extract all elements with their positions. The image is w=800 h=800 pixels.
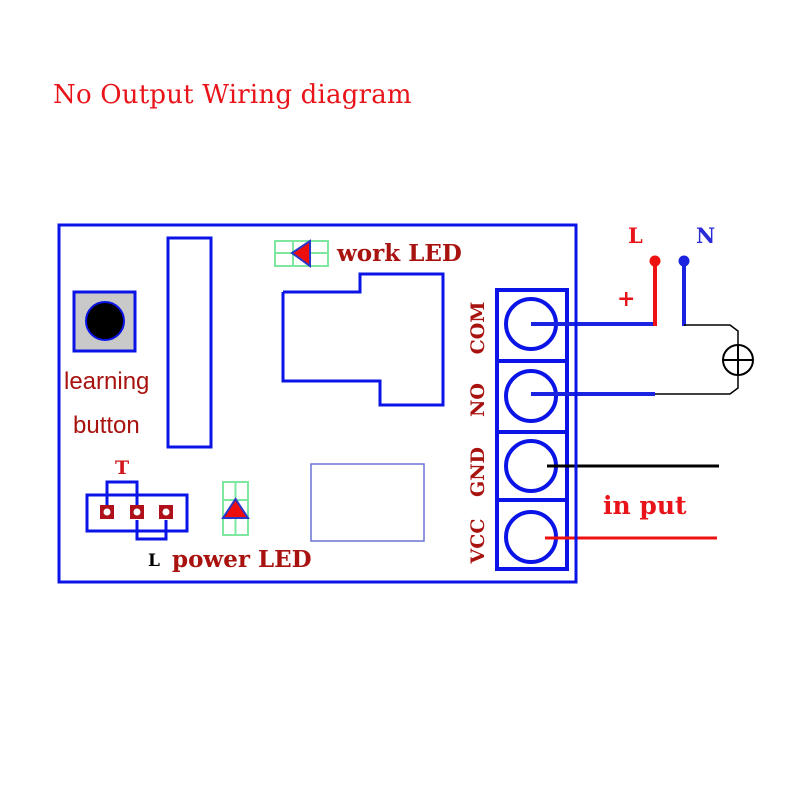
work-led-label: work LED (336, 240, 462, 267)
terminal-label-no: NO (467, 383, 489, 417)
diagram-title: No Output Wiring diagram (53, 80, 412, 110)
terminal-label-com: COM (467, 302, 489, 355)
relay-outline (281, 272, 445, 407)
terminal-block (495, 288, 569, 571)
learning-button-label-line1: learning (64, 368, 149, 395)
line-label: L (628, 223, 643, 248)
terminal-dot-neutral (678, 255, 690, 267)
power-led-triangle (221, 497, 250, 519)
terminal-dot-line (649, 255, 661, 267)
wire-lamp-to-no (655, 374, 739, 395)
jumper-label-l: L (148, 551, 160, 571)
wire-neutral-to-lamp (684, 324, 739, 346)
work-led (274, 239, 329, 268)
learning-button[interactable] (72, 290, 137, 353)
plus-label: + (617, 286, 635, 312)
module-strip (166, 236, 213, 449)
jumper-l-bridge (135, 520, 168, 541)
jumper-label-t: T (115, 457, 129, 479)
learning-button-label-line2: button (73, 412, 140, 439)
terminal-block-outline (495, 288, 569, 571)
power-led-label: power LED (172, 546, 312, 573)
jumper-block[interactable] (85, 480, 189, 541)
lamp-icon (722, 344, 754, 376)
terminal-label-vcc: VCC (467, 519, 489, 565)
jumper-t-bridge (105, 480, 139, 506)
input-label: in put (603, 491, 687, 520)
neutral-label: N (696, 223, 715, 248)
work-led-triangle (290, 239, 311, 268)
chip-outline (310, 463, 425, 542)
power-led (221, 481, 250, 536)
terminal-label-gnd: GND (467, 447, 489, 497)
learning-button-cap (85, 301, 125, 341)
